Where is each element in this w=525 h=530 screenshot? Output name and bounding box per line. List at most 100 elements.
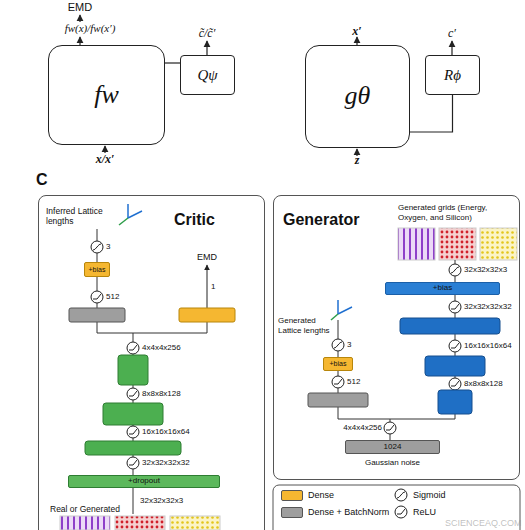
figure-label: 8x8x8x128 xyxy=(142,389,181,399)
wire xyxy=(338,320,339,339)
node-text: fw xyxy=(49,46,164,144)
wire xyxy=(97,253,98,262)
node-text: +bias xyxy=(324,358,352,370)
figure-label: c′ xyxy=(432,26,472,40)
legend-text: Dense xyxy=(308,490,334,500)
arrow xyxy=(356,37,357,45)
legend-entry: ReLU xyxy=(394,506,436,518)
legend-swatch xyxy=(281,507,303,518)
conv-block xyxy=(85,441,181,455)
wire xyxy=(133,488,134,514)
figure-label: 4x4x4x256 xyxy=(318,423,382,433)
figure-label: 3 xyxy=(106,242,110,252)
node-text: Qψ xyxy=(181,56,234,94)
connector xyxy=(165,62,180,63)
figure-label: SCIENCEAQ.COM xyxy=(445,518,522,529)
energy-grid xyxy=(60,516,110,530)
sigmoid-symbol xyxy=(91,241,103,253)
arrow xyxy=(207,265,208,308)
wire xyxy=(455,414,456,419)
figure-label: 32x32x32x32 xyxy=(142,458,190,468)
critic-wires xyxy=(97,204,207,514)
deconv-block xyxy=(438,390,472,414)
figure-label: Generated Lattice lengths xyxy=(278,316,332,335)
legend-symbol xyxy=(395,489,407,501)
wire xyxy=(455,260,456,264)
wire xyxy=(338,419,455,420)
relu-symbol xyxy=(384,422,396,434)
figure-label: EMD xyxy=(60,1,100,14)
figure-label: 4x4x4x256 xyxy=(142,343,181,353)
axis xyxy=(337,300,339,314)
node-text: Generator xyxy=(283,210,373,230)
figure-label: c̃/c̃′ xyxy=(187,26,227,40)
figure-label: Inferred Lattice lengths xyxy=(46,206,118,226)
figure-label: EMD xyxy=(190,252,224,263)
figure-label: z xyxy=(337,153,377,167)
node-text: Rϕ xyxy=(426,56,479,94)
node-text: gθ xyxy=(306,46,409,147)
axis xyxy=(338,307,352,314)
relu-symbol xyxy=(127,426,139,438)
wire xyxy=(97,277,98,291)
figure-label: 32x32x32x3 xyxy=(140,496,183,506)
wire xyxy=(455,334,456,340)
legend-entry: Dense + BatchNorm xyxy=(281,506,389,518)
dense-batchnorm-layer xyxy=(308,393,368,407)
energy-grid xyxy=(398,228,435,260)
figure-label: 32x32x32x32 xyxy=(464,302,512,312)
dense-layer: +bias xyxy=(323,357,353,371)
figure-label: C xyxy=(36,170,48,189)
auxiliary-head: Rϕ xyxy=(425,55,480,95)
arrow xyxy=(104,146,105,153)
wire xyxy=(338,371,339,376)
deconv-layer: +bias xyxy=(385,282,500,295)
legend-text: Sigmoid xyxy=(413,490,446,500)
critic-network: fw xyxy=(48,45,165,145)
legend-swatch xyxy=(281,490,303,501)
wire xyxy=(97,322,98,333)
critic-panel: Critic+bias+dropout xyxy=(38,195,265,530)
wire xyxy=(455,295,456,301)
arrow xyxy=(79,37,80,45)
generator-panel: Generator+bias+bias1024Gaussian noise xyxy=(273,195,520,480)
relu-symbol xyxy=(91,291,103,303)
wire xyxy=(207,322,208,333)
dense-layer: +bias xyxy=(84,262,110,277)
figure-label: Generated grids (Energy, Oxygen, and Sil… xyxy=(398,203,518,222)
node-text: +bias xyxy=(386,283,499,294)
figure-label: x′ xyxy=(337,24,377,38)
conv-block xyxy=(103,403,163,425)
conv-block xyxy=(118,355,148,385)
relu-symbol xyxy=(449,301,461,313)
relu-symbol xyxy=(127,342,139,354)
figure-label: 512 xyxy=(347,377,360,387)
wire xyxy=(97,229,98,241)
figure-label: 512 xyxy=(106,292,119,302)
dropout-layer: +dropout xyxy=(68,475,220,488)
figure-label: 1 xyxy=(211,282,215,292)
silicon-grid xyxy=(480,228,517,260)
wire xyxy=(338,407,339,419)
oxygen-grid xyxy=(439,228,476,260)
axis xyxy=(331,314,338,320)
node-text: 1024 xyxy=(346,441,439,453)
relu-symbol xyxy=(332,376,344,388)
node-text: +dropout xyxy=(69,476,219,487)
legend-text: Dense + BatchNorm xyxy=(308,507,389,517)
relu-symbol xyxy=(449,378,461,390)
figure-label: 8x8x8x128 xyxy=(464,379,503,389)
sigmoid-symbol xyxy=(332,339,344,351)
sigmoid-symbol xyxy=(449,264,461,276)
wire xyxy=(97,303,98,308)
node-text: +bias xyxy=(85,263,109,276)
figure-label: x/x′ xyxy=(80,152,130,166)
legend-entry: Dense xyxy=(281,489,334,501)
figure-label: 32x32x32x3 xyxy=(464,265,507,275)
dense-batchnorm-layer xyxy=(69,308,125,322)
figure-label: 16x16x16x64 xyxy=(142,427,190,437)
relu-symbol xyxy=(127,388,139,400)
arrow xyxy=(79,15,80,22)
wire xyxy=(97,333,207,334)
deconv-block xyxy=(400,318,500,334)
